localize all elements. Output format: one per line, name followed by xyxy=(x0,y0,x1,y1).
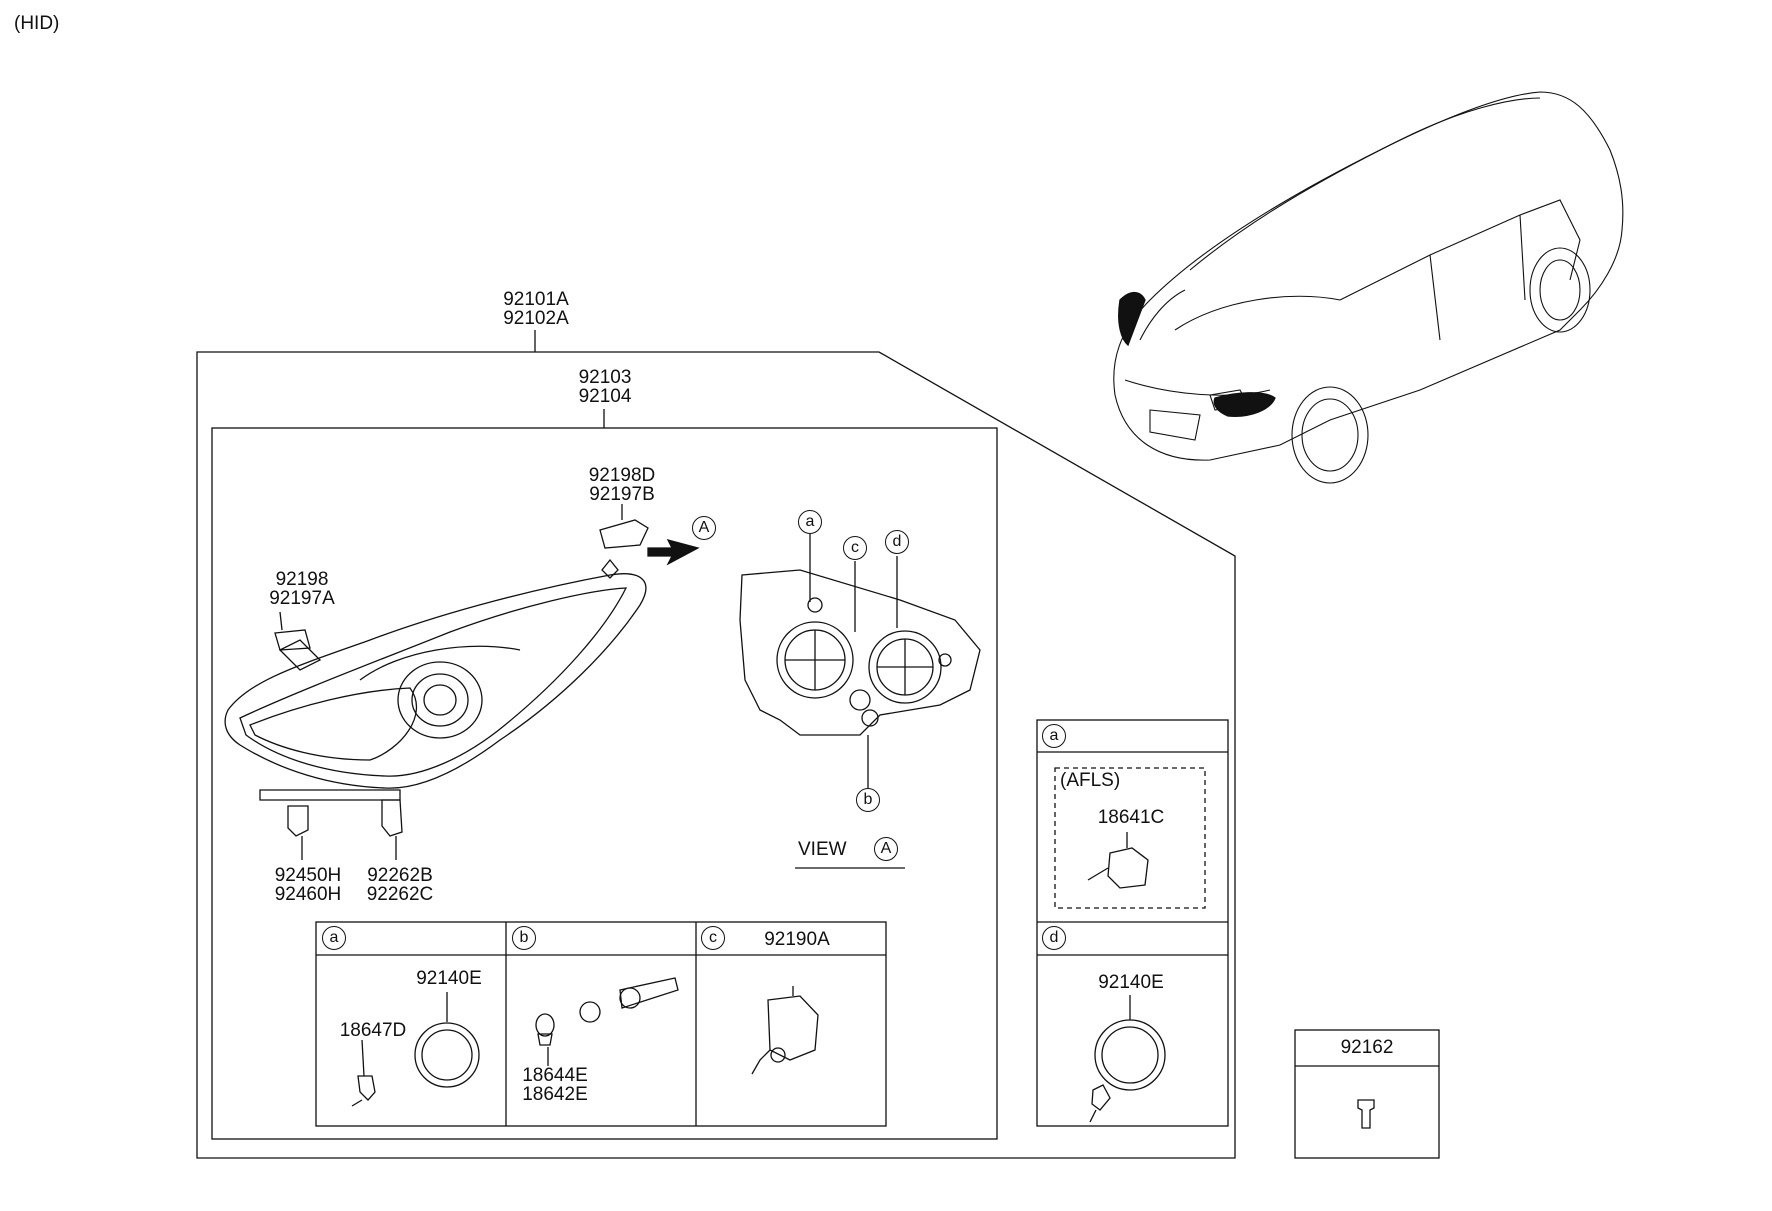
detail-c-part: 92190A xyxy=(764,929,830,950)
detail-a-tag: a xyxy=(322,926,346,950)
part-92198: 92198 xyxy=(275,569,329,590)
assembly-part-1: 92101A xyxy=(503,289,569,310)
view-label: VIEW xyxy=(798,839,847,860)
detail-ad-box xyxy=(1036,719,1229,1127)
bracket-92198d xyxy=(599,519,649,549)
sub-assembly-part-2: 92104 xyxy=(578,386,632,407)
afls-group-label: (AFLS) xyxy=(1060,770,1121,791)
bracket-92198d-label: 92198D 92197B xyxy=(582,466,662,504)
assembly-boundary xyxy=(196,351,1236,1159)
callout-A-arrow: A xyxy=(692,516,716,540)
callout-b-view: b xyxy=(856,788,880,812)
callout-a-view: a xyxy=(798,510,822,534)
car-headlamp-right xyxy=(1213,392,1276,417)
part-92262c: 92262C xyxy=(366,884,434,905)
callout-A-view: A xyxy=(874,837,898,861)
sub-assembly-part-numbers: 92103 92104 xyxy=(565,368,645,406)
detail-b-tag: b xyxy=(512,926,536,950)
detail-abc-box xyxy=(315,921,887,1127)
detail-a-bulb-part: 18647D xyxy=(339,1020,407,1041)
part-92262b: 92262B xyxy=(367,865,433,886)
part-92197b: 92197B xyxy=(589,484,655,505)
clip-92262b xyxy=(381,799,403,837)
bracket-92198 xyxy=(274,629,311,651)
part-92460h: 92460H xyxy=(274,884,342,905)
view-arrow xyxy=(647,539,700,566)
headlamp-rear-view xyxy=(739,569,981,736)
part-92450h: 92450H xyxy=(274,865,342,886)
detail-c-tag: c xyxy=(701,926,725,950)
detail-d-part: 92140E xyxy=(1098,972,1164,993)
afls-part: 18641C xyxy=(1097,807,1165,828)
part-18644e: 18644E xyxy=(522,1065,588,1086)
clip-92450h-label: 92450H 92460H xyxy=(268,866,348,904)
car-headlamp-left xyxy=(1118,291,1146,347)
part-92198d: 92198D xyxy=(588,465,656,486)
car-drawing xyxy=(1113,91,1624,484)
detail-b-parts: 18644E 18642E xyxy=(510,1066,600,1104)
clip-92450h xyxy=(287,805,309,837)
part-18642e: 18642E xyxy=(522,1084,588,1105)
assembly-part-numbers: 92101A 92102A xyxy=(496,290,576,328)
variant-label: (HID) xyxy=(14,13,60,34)
screw-part: 92162 xyxy=(1340,1037,1394,1058)
detail-a-right-tag: a xyxy=(1042,724,1066,748)
callout-c-view: c xyxy=(843,536,867,560)
sub-assembly-part-1: 92103 xyxy=(578,367,632,388)
assembly-part-2: 92102A xyxy=(503,308,569,329)
actuator-92190a xyxy=(767,995,819,1061)
afls-group-box xyxy=(1054,767,1206,909)
detail-a-ring-part: 92140E xyxy=(416,968,482,989)
bracket-92198-label: 92198 92197A xyxy=(262,570,342,608)
part-92197a: 92197A xyxy=(269,588,335,609)
callout-d-view: d xyxy=(885,530,909,554)
screw-92162 xyxy=(1357,1099,1375,1129)
detail-d-tag: d xyxy=(1042,926,1066,950)
clip-92262b-label: 92262B 92262C xyxy=(360,866,440,904)
screw-box xyxy=(1294,1029,1440,1159)
